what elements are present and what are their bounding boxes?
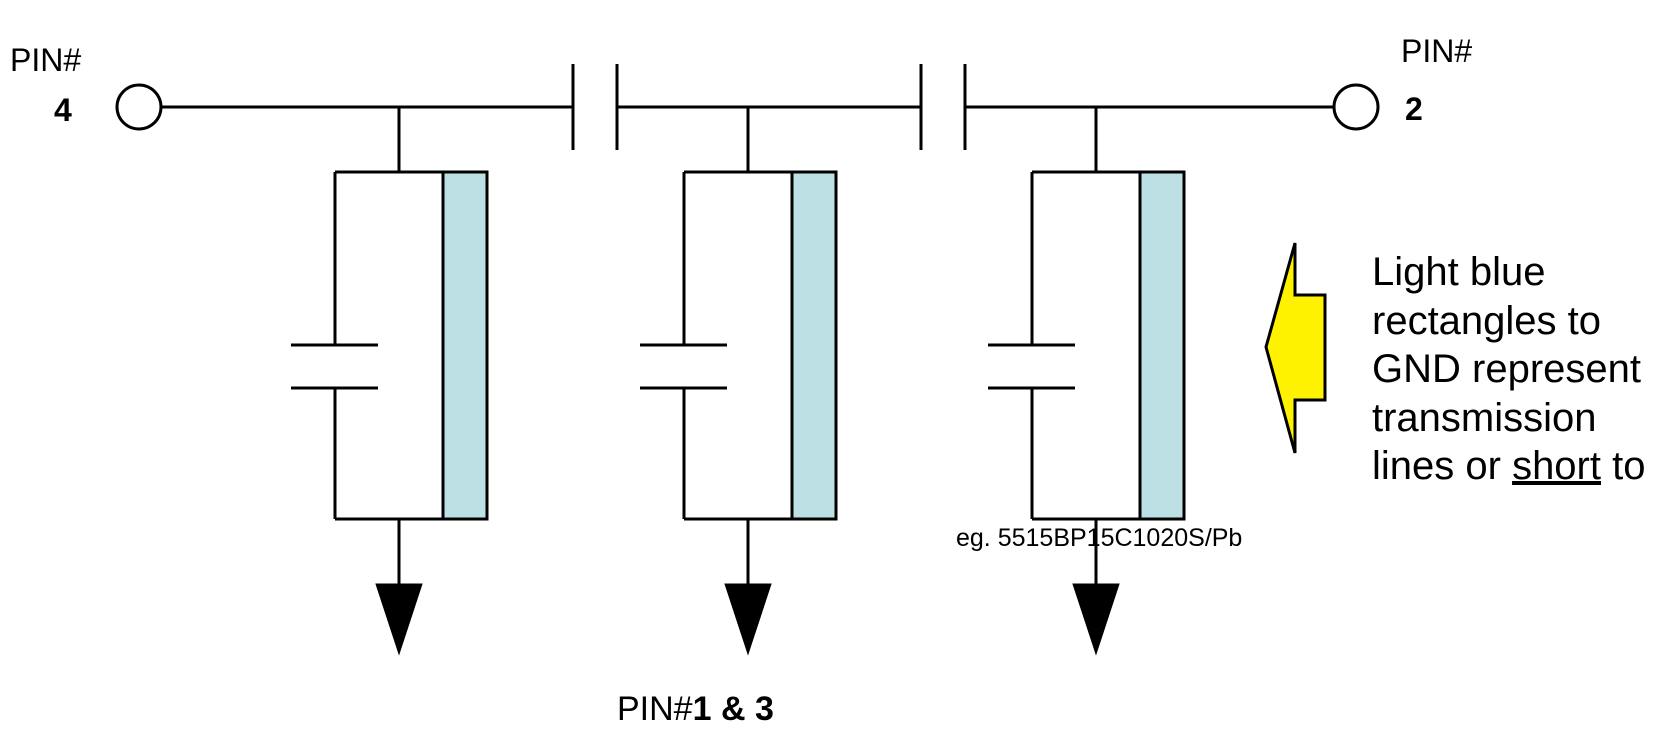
note-line-4: transmission xyxy=(1372,395,1597,440)
pin-left-number: 4 xyxy=(54,92,72,128)
ground-arrow-icon xyxy=(724,583,772,656)
transmission-line-stub xyxy=(1138,170,1186,521)
ground-arrow-icon xyxy=(375,583,423,656)
pin-ground-label: PIN#1 & 3 xyxy=(617,690,774,729)
note-line-1: Light blue xyxy=(1372,250,1546,294)
yellow-arrow-icon xyxy=(1264,242,1327,454)
pin-right-number: 2 xyxy=(1405,91,1423,127)
series-capacitor-2 xyxy=(919,64,967,150)
series-capacitor-1 xyxy=(571,64,619,150)
pin-2-terminal-icon xyxy=(1332,83,1380,131)
note-line-2: rectangles to xyxy=(1372,298,1602,343)
pin-ground-number: 1 & 3 xyxy=(692,690,774,728)
shunt-branch-3 xyxy=(988,107,1186,585)
part-number-label: eg. 5515BP15C1020S/Pb xyxy=(956,524,1243,552)
note-line-5: lines or short to xyxy=(1372,442,1645,491)
ground-arrow-icon xyxy=(1072,583,1120,656)
transmission-line-stub xyxy=(441,170,489,521)
pin-left-label: PIN# xyxy=(10,42,82,78)
note-line-5-suffix: to xyxy=(1601,444,1646,488)
note-underlined-word: short xyxy=(1512,444,1601,488)
note-line-5-prefix: lines or xyxy=(1372,444,1513,488)
shunt-branch-1 xyxy=(291,107,489,585)
note-line-3: GND represent xyxy=(1372,347,1641,391)
transmission-line-stub xyxy=(790,170,838,521)
pin-ground-word: PIN# xyxy=(617,690,693,728)
shunt-branch-2 xyxy=(640,107,838,585)
pin-right-label: PIN# xyxy=(1401,33,1473,69)
pin-4-terminal-icon xyxy=(115,83,163,131)
explanation-note: Light blue rectangles to GND represent t… xyxy=(1372,248,1645,491)
